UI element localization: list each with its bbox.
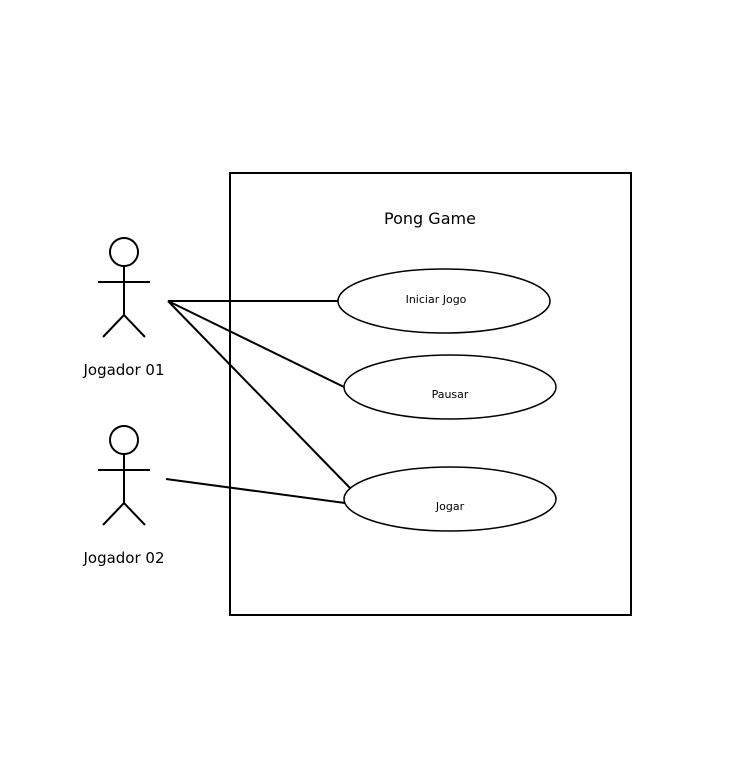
actor-1-right-leg — [123, 314, 146, 338]
actor-1-head — [109, 237, 139, 267]
use-case-pausar: Pausar — [343, 354, 557, 420]
use-case-jogar-shape — [343, 466, 557, 532]
use-case-pausar-label: Pausar — [432, 388, 469, 401]
association-actor2-jogar — [165, 478, 346, 504]
use-case-jogar: Jogar — [343, 466, 557, 532]
actor-2-label: Jogador 02 — [82, 549, 164, 567]
actor-1-label: Jogador 01 — [82, 361, 164, 379]
association-actor1-pausar — [167, 300, 345, 388]
actor-2-left-leg — [102, 502, 125, 526]
use-case-pausar-shape — [343, 354, 557, 420]
association-actor1-jogar — [167, 300, 351, 489]
actor-1-left-leg — [102, 314, 125, 338]
actor-2-right-leg — [123, 502, 146, 526]
actor-jogador-01: Jogador 01 — [82, 237, 165, 379]
system-title: Pong Game — [384, 209, 476, 228]
actor-2-head — [109, 425, 139, 455]
use-case-iniciar-jogo-label: Iniciar Jogo — [406, 293, 467, 306]
actor-jogador-02: Jogador 02 — [82, 425, 165, 567]
use-case-iniciar-jogo: Iniciar Jogo — [337, 268, 551, 334]
system-boundary — [229, 172, 632, 616]
use-case-jogar-label: Jogar — [435, 500, 465, 513]
use-case-iniciar-jogo-shape — [337, 268, 551, 334]
